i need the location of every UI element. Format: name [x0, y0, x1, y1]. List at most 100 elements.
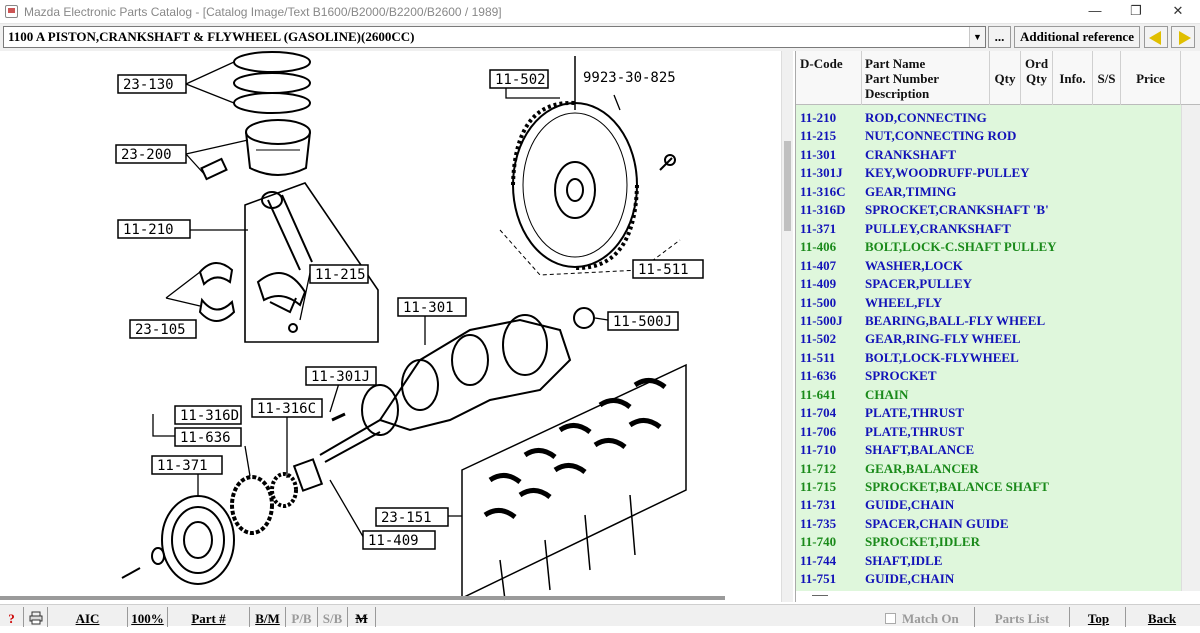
prev-button[interactable]: [1144, 26, 1168, 48]
column-info[interactable]: Info.: [1053, 51, 1093, 105]
diagram-horizontal-scrollbar[interactable]: [0, 594, 781, 602]
pulley-drawing: [121, 412, 346, 585]
back-button[interactable]: Back: [1128, 607, 1196, 627]
checkbox-icon[interactable]: [885, 613, 896, 624]
diagram-vertical-scrollbar[interactable]: [781, 51, 793, 602]
callout-11-371[interactable]: 11-371: [151, 455, 223, 475]
match-on-checkbox[interactable]: Match On: [885, 607, 959, 627]
callout-box: [115, 144, 187, 164]
parts-row-name: GEAR,TIMING: [865, 183, 957, 199]
column-part-name[interactable]: Part Name Part Number Description: [862, 51, 990, 105]
callout-11-316c[interactable]: 11-316C: [251, 398, 323, 418]
section-dropdown[interactable]: 1100 A PISTON,CRANKSHAFT & FLYWHEEL (GAS…: [3, 26, 986, 48]
callout-11-301[interactable]: 11-301: [397, 297, 467, 317]
callout-label: 23-130: [123, 77, 174, 93]
top-button[interactable]: Top: [1072, 607, 1126, 627]
parts-row-dcode: 11-731: [800, 497, 837, 513]
callout-11-636[interactable]: 11-636: [174, 427, 242, 447]
column-price[interactable]: Price: [1121, 51, 1181, 105]
callout-box: [174, 405, 242, 425]
flywheel-drawing: [499, 56, 681, 276]
help-button[interactable]: ?: [0, 607, 24, 627]
callout-box: [632, 259, 704, 279]
callout-11-210[interactable]: 11-210: [117, 219, 191, 239]
callout-11-500j[interactable]: 11-500J: [607, 311, 679, 331]
callout-23-105[interactable]: 23-105: [129, 319, 197, 339]
sb-button[interactable]: S/B: [318, 607, 348, 627]
status-bar: ? AIC 100% Part # B/M P/B S/B M Match On…: [0, 604, 1200, 627]
column-ord-qty[interactable]: Ord Qty: [1021, 51, 1053, 105]
zoom-button[interactable]: 100%: [128, 607, 168, 627]
callout-11-409[interactable]: 11-409: [362, 530, 436, 550]
parts-divider: [812, 595, 828, 596]
exploded-diagram: 23-130 23-200 11-210 11-215 23-105 11-502 9923…: [0, 51, 781, 602]
parts-row-dcode: 11-704: [800, 405, 837, 421]
callout-box: [607, 311, 679, 331]
column-ss[interactable]: S/S: [1093, 51, 1121, 105]
parts-vertical-scrollbar[interactable]: [1181, 105, 1200, 591]
additional-reference-button[interactable]: Additional reference: [1014, 26, 1140, 48]
parts-row-name: SHAFT,IDLE: [865, 552, 943, 568]
callout-11-301j[interactable]: 11-301J: [305, 366, 377, 386]
callout-11-511[interactable]: 11-511: [632, 259, 704, 279]
column-qty[interactable]: Qty: [990, 51, 1021, 105]
callout-11-502[interactable]: 11-502: [489, 69, 549, 89]
piston-drawing: [200, 119, 311, 181]
ellipsis-button[interactable]: ...: [988, 26, 1011, 48]
next-button[interactable]: [1171, 26, 1195, 48]
callout-11-316d[interactable]: 11-316D: [174, 405, 242, 425]
chevron-down-icon[interactable]: ▼: [969, 27, 985, 47]
column-dcode-label: D-Code: [800, 56, 843, 71]
callout-23-151[interactable]: 23-151: [375, 507, 449, 527]
minimize-button[interactable]: —: [1088, 3, 1102, 18]
m-button[interactable]: M: [348, 607, 376, 627]
column-dcode[interactable]: D-Code: [796, 51, 862, 105]
callout-23-130[interactable]: 23-130: [117, 74, 187, 94]
parts-list-button[interactable]: Parts List: [974, 607, 1070, 627]
scroll-thumb[interactable]: [0, 596, 725, 600]
callout-9923-30-825[interactable]: 9923-30-825: [583, 70, 676, 86]
parts-row-dcode: 11-406: [800, 239, 837, 255]
close-button[interactable]: ✕: [1172, 3, 1184, 18]
callout-23-200[interactable]: 23-200: [115, 144, 187, 164]
bm-button[interactable]: B/M: [250, 607, 286, 627]
scroll-thumb[interactable]: [784, 141, 791, 231]
restore-button[interactable]: ❐: [1130, 3, 1142, 18]
title-bar: Mazda Electronic Parts Catalog - [Catalo…: [0, 0, 1200, 24]
parts-row-name: CRANKSHAFT: [865, 146, 957, 162]
callout-label: 11-409: [368, 533, 419, 549]
part-number-button[interactable]: Part #: [168, 607, 250, 627]
callout-11-215[interactable]: 11-215: [309, 264, 369, 284]
callout-box: [489, 69, 549, 89]
match-on-label: Match On: [902, 611, 959, 626]
pb-button[interactable]: P/B: [286, 607, 318, 627]
print-button[interactable]: [24, 607, 48, 627]
aic-button[interactable]: AIC: [48, 607, 128, 627]
